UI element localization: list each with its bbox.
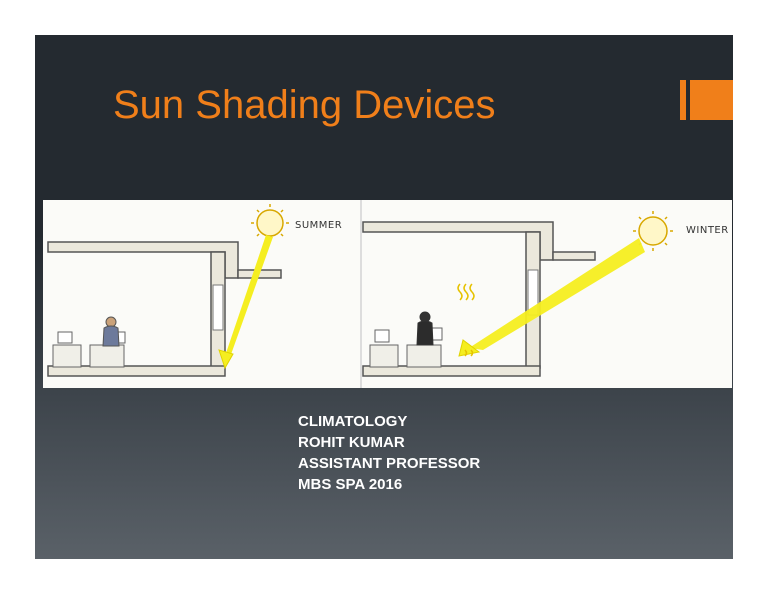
winter-monitor-1 bbox=[374, 329, 390, 343]
winter-overhang bbox=[552, 251, 596, 261]
summer-panel: SUMMER bbox=[47, 204, 342, 377]
summer-window bbox=[212, 284, 224, 331]
caption-block: CLIMATOLOGY ROHIT KUMAR ASSISTANT PROFES… bbox=[298, 411, 480, 495]
winter-roof bbox=[362, 221, 554, 261]
winter-desk-2 bbox=[406, 344, 442, 368]
summer-roof bbox=[47, 241, 239, 279]
accent-block bbox=[690, 80, 733, 120]
winter-sun-ray bbox=[469, 238, 645, 350]
winter-desk-1 bbox=[369, 344, 399, 368]
summer-label: SUMMER bbox=[295, 220, 342, 231]
slide: Sun Shading Devices bbox=[35, 35, 733, 559]
summer-desk-2 bbox=[89, 344, 125, 368]
summer-desk-1 bbox=[52, 344, 82, 368]
summer-person bbox=[102, 316, 120, 347]
shading-illustration: SUMMER bbox=[43, 200, 732, 388]
caption-author: ROHIT KUMAR bbox=[298, 434, 405, 451]
accent-bar bbox=[680, 80, 686, 120]
summer-floor bbox=[47, 365, 226, 377]
winter-panel: WINTER bbox=[362, 211, 729, 377]
heat-lines bbox=[457, 283, 475, 357]
winter-person bbox=[416, 311, 434, 346]
summer-monitor-1 bbox=[57, 331, 73, 344]
caption-subject: CLIMATOLOGY bbox=[298, 413, 408, 430]
winter-ray-arrow bbox=[458, 339, 481, 357]
summer-ray-arrow bbox=[218, 349, 234, 370]
winter-label: WINTER bbox=[686, 225, 729, 236]
illustration-svg: SUMMER bbox=[47, 200, 729, 388]
winter-floor bbox=[362, 365, 541, 377]
caption-institution: MBS SPA 2016 bbox=[298, 476, 403, 493]
caption-role: ASSISTANT PROFESSOR bbox=[298, 455, 481, 472]
summer-sun-ray bbox=[223, 235, 273, 362]
slide-title: Sun Shading Devices bbox=[113, 83, 496, 127]
